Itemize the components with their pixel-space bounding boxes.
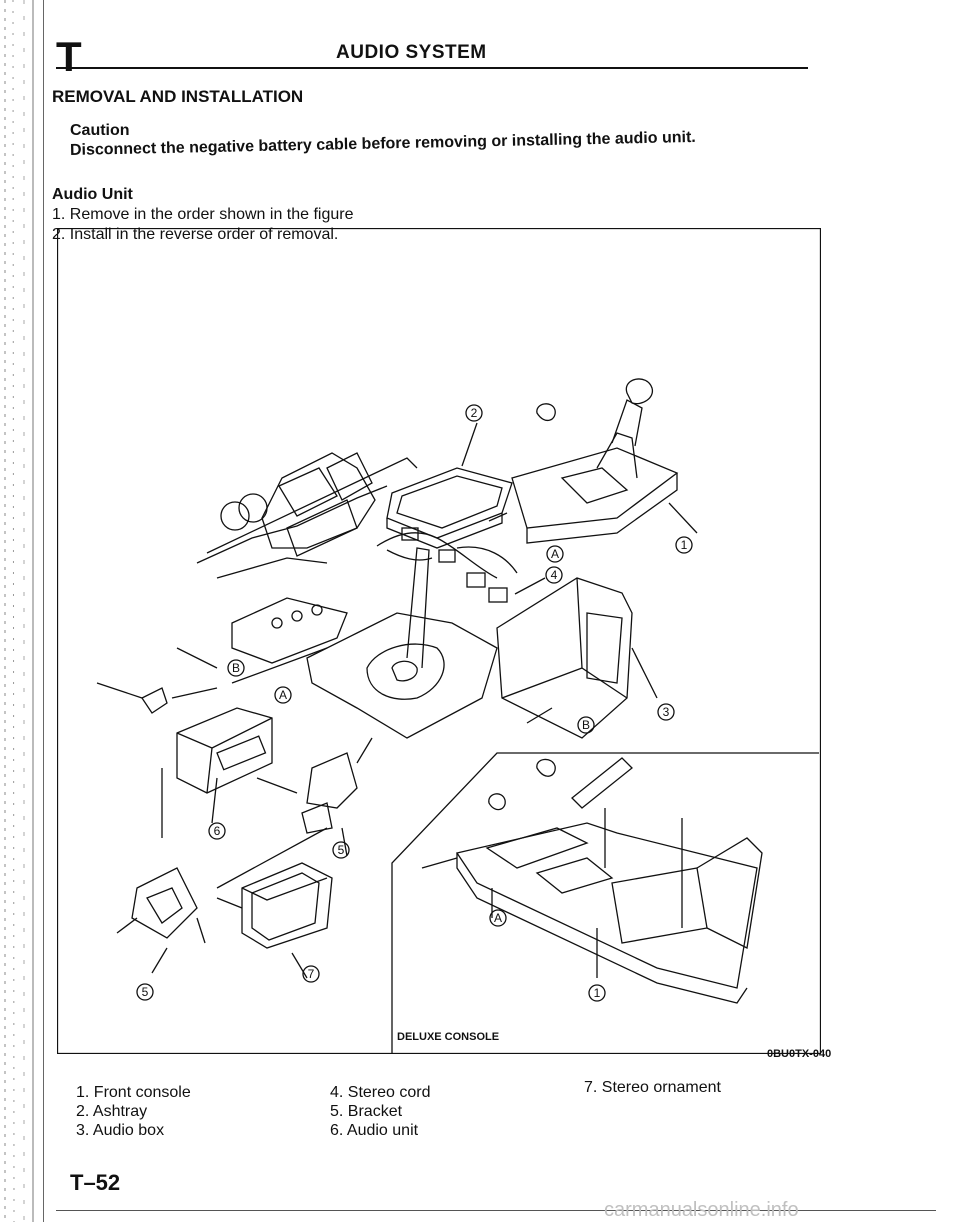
floor-tunnel-drawing	[176, 547, 498, 739]
bracket-left-drawing	[96, 682, 218, 714]
audio-unit-drawing	[161, 707, 273, 838]
legend-item-stereo-cord: 4. Stereo cord	[330, 1084, 431, 1101]
dashboard-drawing	[196, 452, 418, 579]
caution-text: Disconnect the negative battery cable be…	[69, 128, 696, 159]
section-heading: REMOVAL AND INSTALLATION	[52, 87, 304, 106]
legend-item-front-console: 1. Front console	[76, 1084, 191, 1101]
legend-column-3: 7. Stereo ornament	[584, 1078, 721, 1097]
callout-circle-4	[545, 566, 563, 584]
callout-circle-b2	[577, 716, 595, 734]
audio-box-drawing	[496, 577, 658, 739]
callout-circle-6	[208, 822, 226, 840]
callout-6: 6	[214, 824, 221, 838]
callout-2: 2	[471, 406, 478, 420]
legend-column-2: 4. Stereo cord 5. Bracket 6. Audio unit	[330, 1083, 431, 1140]
callout-circle-b1	[227, 659, 245, 677]
footer-rule	[56, 1210, 936, 1211]
ashtray-drawing	[386, 422, 513, 549]
caution-title: Caution	[70, 122, 130, 139]
legend-item-stereo-ornament: 7. Stereo ornament	[584, 1079, 721, 1096]
callout-circle-1b	[588, 984, 606, 1002]
callout-7: 7	[308, 967, 315, 981]
callout-circle-1	[675, 536, 693, 554]
callout-circle-a1	[274, 686, 292, 704]
callout-1: 1	[681, 538, 688, 552]
exploded-view-figure: 2 1 4 3 B A A B 6 5 7 5 1 A DELUXE CONSO…	[57, 228, 821, 1054]
legend-column-1: 1. Front console 2. Ashtray 3. Audio box	[76, 1083, 191, 1140]
watermark: carmanualsonline.info	[604, 1199, 799, 1221]
bracket-right-drawing	[256, 737, 373, 857]
callout-a-1: A	[279, 688, 287, 702]
callout-circle-5b	[136, 983, 154, 1001]
callout-circle-5a	[332, 841, 350, 859]
legend-item-audio-unit: 6. Audio unit	[330, 1122, 419, 1139]
callout-circle-7	[302, 965, 320, 983]
inset-label: DELUXE CONSOLE	[397, 1031, 499, 1043]
callout-5-upper: 5	[338, 843, 345, 857]
legend-item-bracket: 5. Bracket	[330, 1103, 403, 1120]
callout-b-1: B	[232, 661, 240, 675]
callout-3: 3	[663, 705, 670, 719]
callout-4: 4	[551, 568, 558, 582]
audio-unit-heading: Audio Unit	[52, 186, 133, 203]
deluxe-console-drawing	[421, 757, 763, 1004]
callout-circle-2	[465, 404, 483, 422]
figure-code: 0BU0TX-040	[767, 1048, 832, 1060]
page-title: AUDIO SYSTEM	[336, 42, 487, 63]
instruction-step-2: 2. Install in the reverse order of remov…	[52, 226, 339, 243]
front-console-drawing	[488, 378, 698, 544]
callout-a-3: A	[494, 911, 502, 925]
inset-frame	[391, 752, 819, 1053]
callout-circle-3	[657, 703, 675, 721]
callout-a-2: A	[551, 547, 559, 561]
callout-b-2: B	[582, 718, 590, 732]
scan-binding-edge	[0, 0, 40, 1223]
legend-item-ashtray: 2. Ashtray	[76, 1103, 148, 1120]
legend-item-audio-box: 3. Audio box	[76, 1122, 165, 1139]
header-rule	[56, 67, 808, 69]
callout-circle-a3	[489, 909, 507, 927]
bracket-lower-drawing	[116, 827, 328, 974]
callout-circle-a2	[546, 545, 564, 563]
binder-line	[43, 0, 44, 1222]
page-number: T–52	[70, 1170, 121, 1195]
figure-frame	[57, 228, 821, 1054]
callout-1-deluxe: 1	[594, 986, 601, 1000]
callout-5-lower: 5	[142, 985, 149, 999]
stereo-ornament-drawing	[216, 862, 333, 979]
instruction-step-1: 1. Remove in the order shown in the figu…	[52, 206, 354, 223]
section-letter: T	[56, 33, 82, 80]
